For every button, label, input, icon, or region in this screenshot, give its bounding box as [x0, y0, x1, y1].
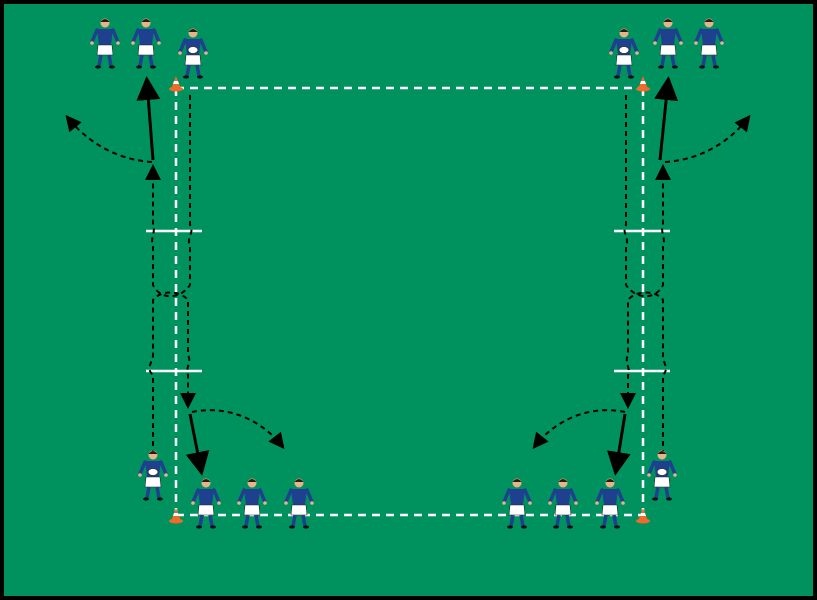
right-bottom-curved-run: [532, 409, 626, 450]
rugby-player-icon: [237, 478, 267, 529]
rugby-player-icon: [694, 18, 724, 69]
right-top-pass-arrow: [654, 76, 679, 161]
rugby-ball-icon: [187, 46, 199, 54]
run-lines: [65, 95, 751, 455]
pass-arrows: [136, 76, 679, 476]
cone-icon: [636, 76, 650, 92]
rugby-player-icon: [131, 18, 161, 69]
rugby-player-icon: [595, 478, 625, 529]
rugby-player-icon: [284, 478, 314, 529]
rugby-ball-icon: [656, 468, 668, 476]
cones-layer: [169, 76, 650, 524]
rugby-player-icon: [548, 478, 578, 529]
player-with-ball: [138, 450, 168, 501]
right-run-line-inner: [623, 95, 671, 298]
right-run-line-outer: [620, 291, 667, 455]
cone-icon: [169, 508, 183, 524]
player-with-ball: [178, 28, 208, 79]
rugby-player-icon: [191, 478, 221, 529]
players-layer: [90, 18, 724, 529]
rugby-player-icon: [90, 18, 120, 69]
left-bottom-curved-run: [191, 409, 285, 450]
player-with-ball: [647, 450, 677, 501]
rugby-player-icon: [502, 478, 532, 529]
cone-icon: [169, 76, 183, 92]
rugby-ball-icon: [147, 468, 159, 476]
cone-icon: [636, 508, 650, 524]
channel-markers: [146, 229, 670, 373]
player-with-ball: [609, 28, 639, 79]
left-bottom-pass-arrow: [185, 413, 210, 476]
rugby-player-icon: [653, 18, 683, 69]
right-bottom-pass-arrow: [607, 413, 631, 476]
right-top-curved-run: [664, 114, 751, 163]
left-top-pass-arrow: [136, 76, 161, 161]
left-run-line-outer: [148, 291, 196, 455]
left-run-line-inner: [145, 95, 193, 298]
rugby-ball-icon: [618, 46, 630, 54]
left-top-curved-run: [65, 114, 153, 163]
